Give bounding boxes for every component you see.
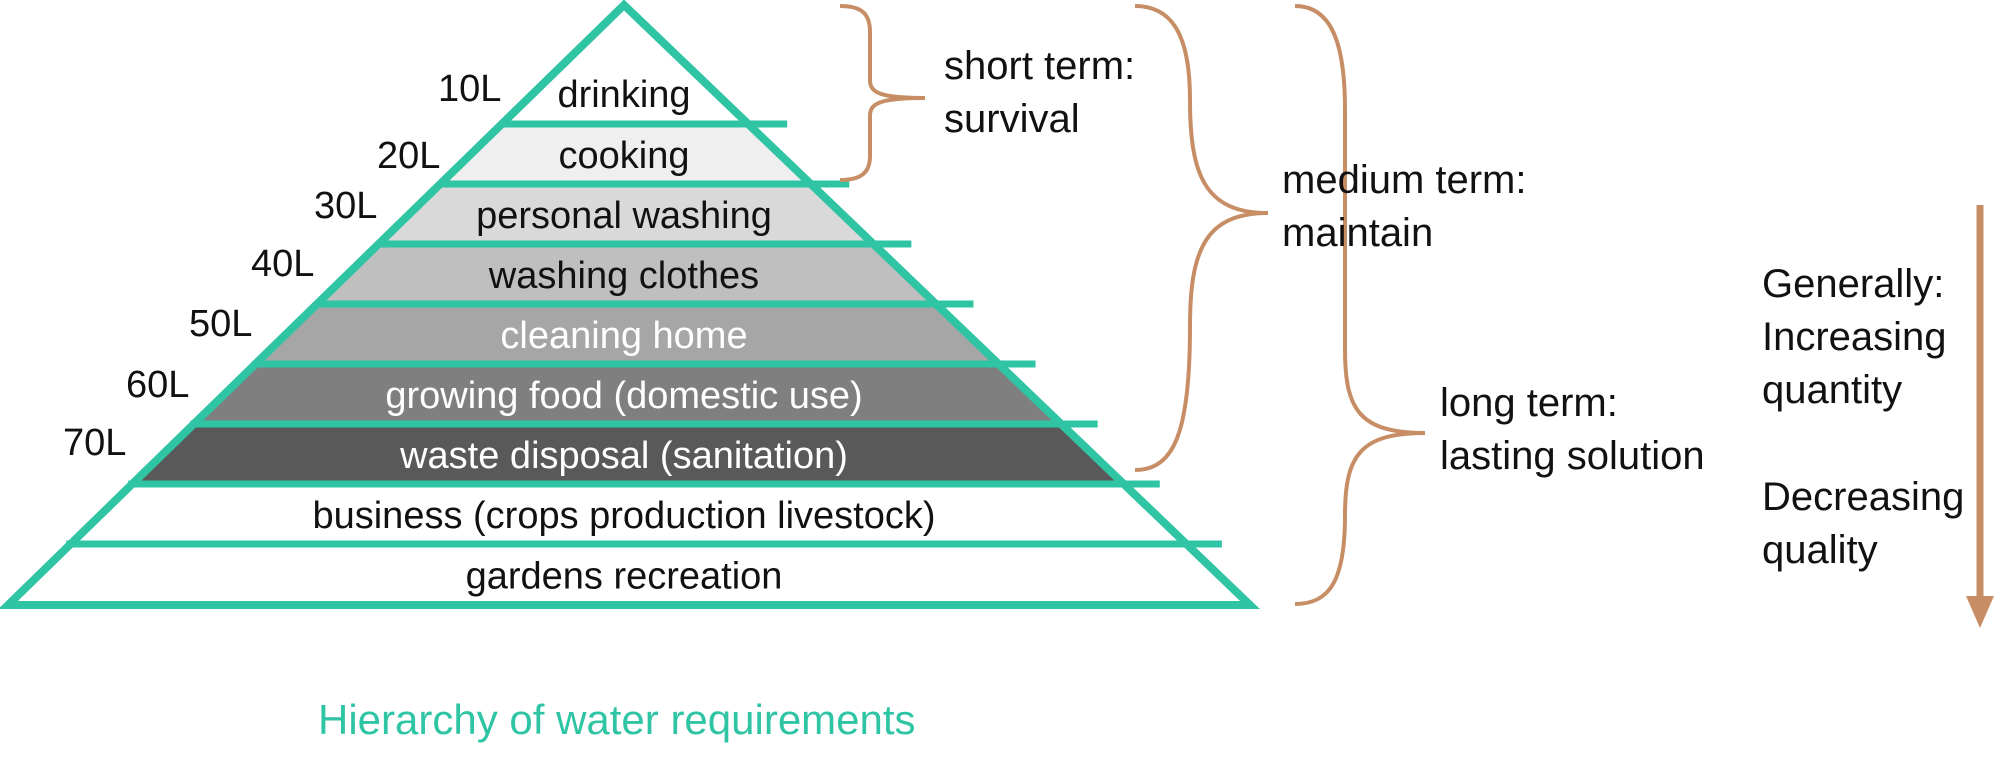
level-1-liters: 10L	[438, 68, 502, 110]
long-term-bracket	[1294, 4, 1426, 606]
pyramid-band-7	[128, 424, 1120, 484]
medium-term-bracket	[1134, 4, 1269, 472]
pyramid-band-8	[66, 484, 1182, 544]
level-4-liters: 40L	[251, 243, 315, 285]
level-label: personal washing	[476, 195, 772, 237]
short-term-bracket	[839, 4, 926, 182]
level-label: waste disposal (sanitation)	[399, 435, 848, 477]
pyramid-band-6	[190, 364, 1058, 424]
pyramid-band-2	[438, 124, 810, 184]
pyramid-band-3	[376, 184, 872, 244]
pyramid-levels: drinking cooking personal washing washing c…	[3, 5, 1245, 605]
level-7-liters: 70L	[63, 422, 127, 464]
level-label: gardens recreation	[466, 556, 783, 598]
trend-label-generally: Generally:	[1762, 262, 1945, 306]
trend-label-decreasing: Decreasing	[1762, 475, 1965, 519]
pyramid-band-5	[252, 304, 996, 364]
trend-arrow-head	[1966, 596, 1994, 628]
level-label: washing clothes	[488, 255, 759, 297]
medium-term-label: medium term:	[1282, 158, 1527, 202]
trend-label-quantity: quantity	[1762, 368, 1903, 412]
pyramid-band-1	[500, 5, 748, 124]
pyramid-band-4	[314, 244, 934, 304]
level-label: cooking	[559, 135, 690, 177]
long-term-sublabel: lasting solution	[1440, 434, 1705, 478]
trend-label-increasing: Increasing	[1762, 315, 1947, 359]
pyramid-separators	[66, 120, 1222, 548]
medium-term-sublabel: maintain	[1282, 211, 1434, 255]
level-label: cleaning home	[500, 315, 747, 357]
level-label: growing food (domestic use)	[385, 375, 862, 417]
level-3-liters: 30L	[314, 185, 378, 227]
level-label: drinking	[557, 74, 690, 116]
level-label: business (crops production livestock)	[312, 495, 935, 537]
trend-label-quality: quality	[1762, 528, 1878, 572]
pyramid-band-9	[3, 544, 1245, 605]
short-term-sublabel: survival	[944, 97, 1080, 141]
diagram-caption: Hierarchy of water requirements	[318, 696, 916, 743]
pyramid-outline	[0, 0, 1260, 609]
level-6-liters: 60L	[126, 364, 190, 406]
level-5-liters: 50L	[189, 303, 253, 345]
long-term-label: long term:	[1440, 381, 1618, 425]
level-2-liters: 20L	[377, 135, 441, 177]
short-term-label: short term:	[944, 44, 1136, 88]
